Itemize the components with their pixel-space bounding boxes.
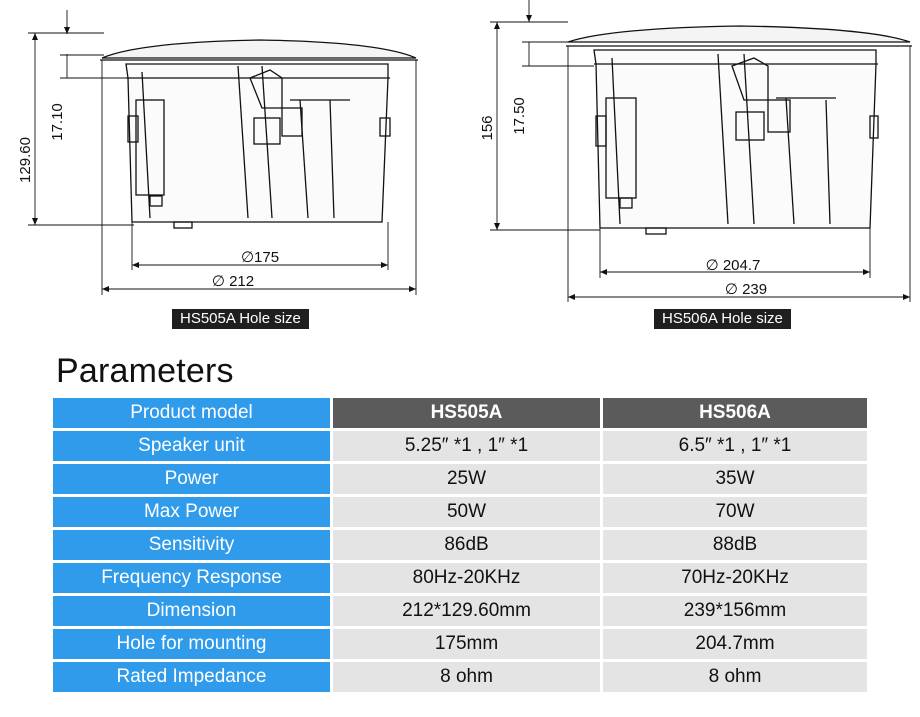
row-value-hs505a: 212*129.60mm	[333, 596, 600, 626]
header-model-hs506a: HS506A	[600, 398, 867, 428]
row-value-hs506a: 239*156mm	[600, 596, 867, 626]
dimension-drawings: 129.60 17.10 ∅175 ∅ 212	[17, 0, 912, 302]
row-value-hs505a: 25W	[333, 464, 600, 494]
row-value-hs506a: 204.7mm	[600, 629, 867, 659]
row-label: Speaker unit	[53, 431, 333, 461]
header-label-cell: Product model	[53, 398, 333, 428]
row-value-hs506a: 6.5″ *1 , 1″ *1	[600, 431, 867, 461]
hs505a-outer-diameter: ∅ 212	[212, 273, 254, 290]
row-value-hs505a: 50W	[333, 497, 600, 527]
hs506a-hole-size-caption: HS506A Hole size	[654, 309, 791, 329]
row-label: Max Power	[53, 497, 333, 527]
hs506a-height-dimension: 156	[479, 115, 496, 140]
row-value-hs506a: 8 ohm	[600, 662, 867, 692]
row-label: Frequency Response	[53, 563, 333, 593]
table-row: Speaker unit 5.25″ *1 , 1″ *1 6.5″ *1 , …	[53, 431, 867, 461]
row-value-hs505a: 5.25″ *1 , 1″ *1	[333, 431, 600, 461]
hs505a-cap-dimension: 17.10	[49, 103, 66, 141]
row-label: Sensitivity	[53, 530, 333, 560]
header-model-hs505a: HS505A	[333, 398, 600, 428]
row-value-hs505a: 86dB	[333, 530, 600, 560]
speaker-hs505a-drawing	[28, 10, 418, 295]
parameters-table: Product model HS505A HS506A Speaker unit…	[53, 395, 867, 695]
table-row: Max Power 50W 70W	[53, 497, 867, 527]
table-row: Hole for mounting 175mm 204.7mm	[53, 629, 867, 659]
hs505a-hole-size-caption: HS505A Hole size	[172, 309, 309, 329]
row-value-hs506a: 35W	[600, 464, 867, 494]
row-value-hs505a: 175mm	[333, 629, 600, 659]
table-row: Frequency Response 80Hz-20KHz 70Hz-20KHz	[53, 563, 867, 593]
row-value-hs505a: 8 ohm	[333, 662, 600, 692]
row-value-hs506a: 88dB	[600, 530, 867, 560]
speaker-hs506a-drawing	[490, 0, 912, 302]
row-label: Dimension	[53, 596, 333, 626]
row-value-hs505a: 80Hz-20KHz	[333, 563, 600, 593]
table-row: Sensitivity 86dB 88dB	[53, 530, 867, 560]
table-row: Rated Impedance 8 ohm 8 ohm	[53, 662, 867, 692]
row-label: Power	[53, 464, 333, 494]
hs506a-cap-dimension: 17.50	[511, 97, 528, 135]
table-row: Dimension 212*129.60mm 239*156mm	[53, 596, 867, 626]
row-value-hs506a: 70Hz-20KHz	[600, 563, 867, 593]
row-label: Rated Impedance	[53, 662, 333, 692]
hs506a-outer-diameter: ∅ 239	[725, 281, 767, 298]
hs505a-hole-diameter: ∅175	[241, 249, 279, 266]
hs505a-height-dimension: 129.60	[17, 137, 34, 183]
row-label: Hole for mounting	[53, 629, 333, 659]
parameters-title: Parameters	[56, 352, 234, 390]
table-header-row: Product model HS505A HS506A	[53, 398, 867, 428]
hs506a-hole-diameter: ∅ 204.7	[706, 257, 761, 274]
table-row: Power 25W 35W	[53, 464, 867, 494]
row-value-hs506a: 70W	[600, 497, 867, 527]
